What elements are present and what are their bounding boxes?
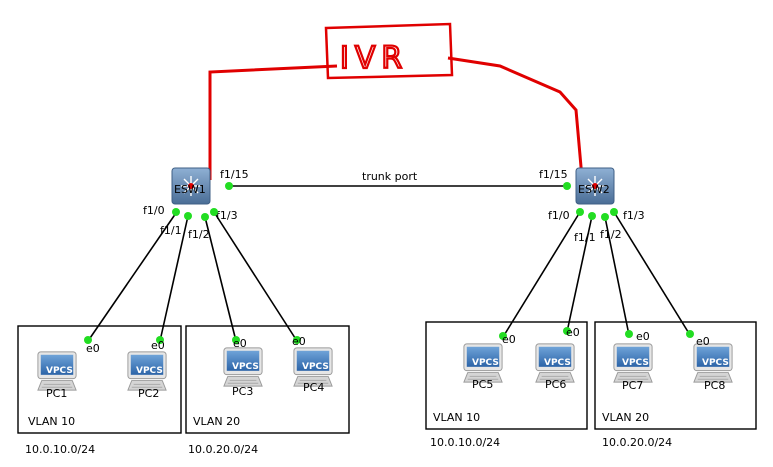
vpcs-icon-text: VPCS [302,362,329,372]
esw1-port-f1-2: f1/2 [188,228,210,241]
esw1-port-f1-0: f1/0 [143,204,165,217]
pc7-label: PC7 [622,379,643,392]
subnet-label-4: 10.0.20.0/24 [602,436,672,449]
ivr-box [324,22,454,80]
pc3[interactable]: VPCS PC3 e0 [223,337,263,398]
subnet-label-3: 10.0.10.0/24 [430,436,500,449]
port-dots [84,182,694,344]
pc2[interactable]: VPCS PC2 e0 [127,339,167,400]
pc4[interactable]: VPCS PC4 e0 [292,335,333,394]
pc6[interactable]: VPCS PC6 e0 [535,326,580,391]
ivr-link-left [208,64,338,180]
esw2-port-f1-1: f1/1 [574,231,596,244]
link-esw2-pc5 [502,211,581,338]
pc5-label: PC5 [472,378,493,391]
switch-esw2[interactable]: ESW2 [575,167,615,205]
ivr-label: IVR [340,41,408,76]
esw2-port-f1-3: f1/3 [623,209,645,222]
vpcs-icon-text: VPCS [544,358,571,368]
link-esw2-pc6 [566,215,593,333]
esw2-port-f1-15: f1/15 [539,168,568,181]
link-esw1-pc3 [204,216,237,342]
link-esw1-pc1 [87,212,177,342]
vpcs-icon-text: VPCS [136,366,163,376]
pc1[interactable]: VPCS PC1 e0 [37,342,100,400]
switch-esw1[interactable]: ESW1 [171,167,211,205]
switch-esw1-label: ESW1 [174,183,206,196]
vlan-label-3: VLAN 10 [433,411,480,424]
pc2-iface: e0 [151,339,165,352]
pc4-label: PC4 [303,381,324,394]
vlan-label-4: VLAN 20 [602,411,649,424]
vlan-label-1: VLAN 10 [28,415,75,428]
esw2-port-f1-0: f1/0 [548,209,570,222]
pc8[interactable]: VPCS PC8 e0 [693,335,733,392]
vpcs-icon-text: VPCS [232,362,259,372]
pc6-iface: e0 [566,326,580,339]
ivr-link-right [447,56,584,179]
pc7-iface: e0 [636,330,650,343]
vpcs-icon-text: VPCS [702,358,729,368]
pc1-label: PC1 [46,387,67,400]
link-esw2-pc7 [604,216,630,336]
vpcs-icon-text: VPCS [622,358,649,368]
vlan-box-1 [17,325,182,434]
link-esw2-pc8 [613,211,691,336]
link-esw1-pc2 [159,215,189,342]
pc7[interactable]: VPCS PC7 e0 [613,330,653,392]
link-esw1-pc4 [213,211,298,342]
vlan-box-3 [425,321,588,430]
pc8-label: PC8 [704,379,725,392]
vlan-box-4 [594,321,757,430]
esw1-port-f1-3: f1/3 [216,209,238,222]
pc5[interactable]: VPCS PC5 e0 [463,333,516,391]
subnet-label-1: 10.0.10.0/24 [25,443,95,456]
pc5-iface: e0 [502,333,516,346]
switch-esw2-label: ESW2 [578,183,610,196]
subnet-label-2: 10.0.20.0/24 [188,443,258,456]
pc3-label: PC3 [232,385,253,398]
trunk-label: trunk port [362,170,418,183]
pc4-iface: e0 [292,335,306,348]
pc8-iface: e0 [696,335,710,348]
vlan-box-2 [185,325,350,434]
vlan-label-2: VLAN 20 [193,415,240,428]
pc3-iface: e0 [233,337,247,350]
vpcs-icon-text: VPCS [46,366,73,376]
esw2-port-f1-2: f1/2 [600,228,622,241]
vpcs-icon-text: VPCS [472,358,499,368]
pc1-iface: e0 [86,342,100,355]
esw1-port-f1-15: f1/15 [220,168,249,181]
esw1-port-f1-1: f1/1 [160,224,182,237]
pc6-label: PC6 [545,378,566,391]
pc2-label: PC2 [138,387,159,400]
